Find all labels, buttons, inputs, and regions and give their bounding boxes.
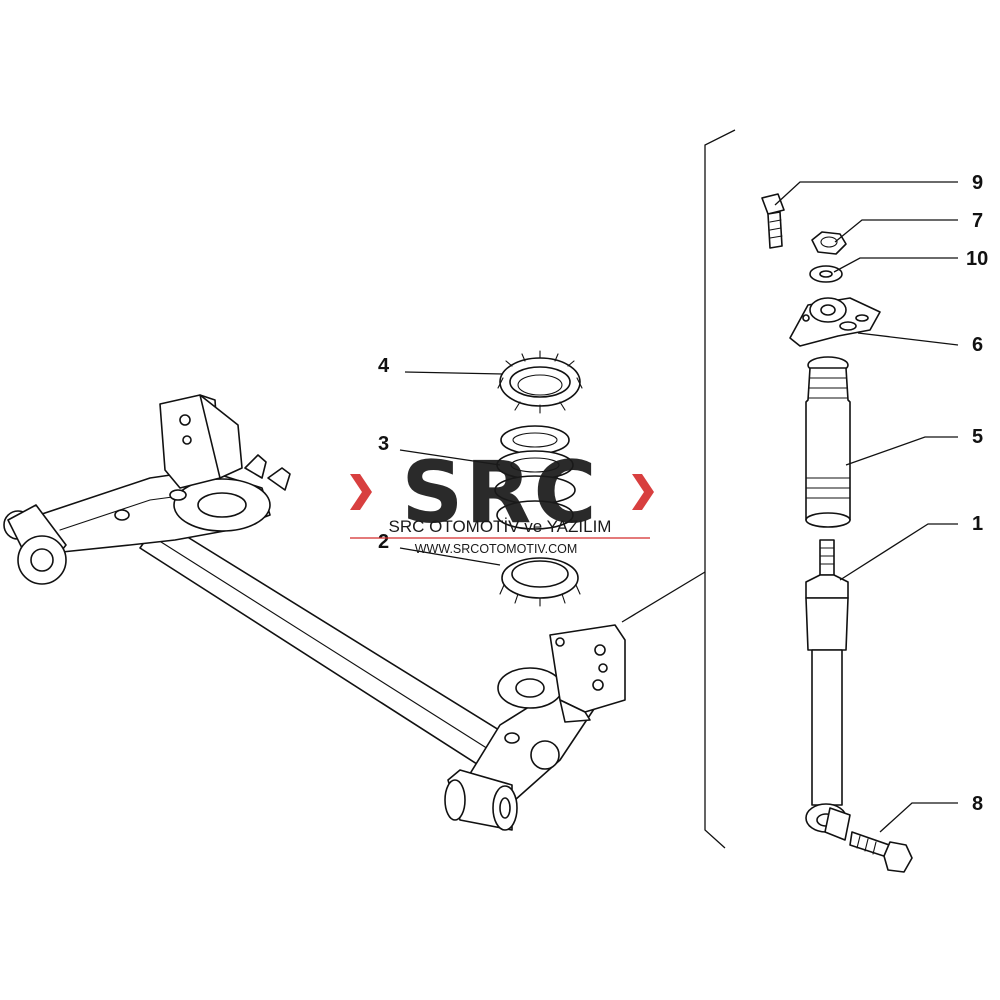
lower-spring-seat xyxy=(499,557,581,607)
nut-7 xyxy=(811,231,847,255)
bracket-pointer xyxy=(621,571,706,623)
leader-1 xyxy=(839,523,958,581)
callout-2: 2 xyxy=(378,531,389,553)
dust-boot-5 xyxy=(805,356,851,528)
callout-10: 10 xyxy=(966,248,988,270)
callout-8: 8 xyxy=(972,793,983,815)
leader-3 xyxy=(399,449,501,466)
leader-7 xyxy=(834,219,958,243)
watermark-logo: SRC xyxy=(401,443,598,543)
callout-numbers: 9 7 10 6 5 1 8 4 3 2 xyxy=(378,172,988,815)
watermark-right-chevron xyxy=(632,474,654,510)
callout-3: 3 xyxy=(378,433,389,455)
group-bracket xyxy=(704,129,736,849)
leader-8 xyxy=(879,802,958,833)
upper-spring-seat xyxy=(497,350,583,414)
bolt-9 xyxy=(761,193,785,249)
shock-absorber-1 xyxy=(805,539,851,841)
callout-9: 9 xyxy=(972,172,983,194)
watermark-left-chevron xyxy=(350,474,372,510)
leader-9 xyxy=(774,181,958,206)
watermark-url: WWW.SRCOTOMOTIV.COM xyxy=(415,542,578,556)
bolt-8 xyxy=(849,831,913,873)
watermark: SRC SRC OTOMOTİV ve YAZILIM WWW.SRCOTOMO… xyxy=(350,443,654,556)
callout-6: 6 xyxy=(972,334,983,356)
rear-axle-beam xyxy=(3,394,626,831)
leader-lines xyxy=(399,181,959,833)
leader-4 xyxy=(404,371,504,375)
leader-10 xyxy=(833,257,958,273)
washer-10 xyxy=(809,265,843,283)
mount-6 xyxy=(789,297,881,347)
leader-6 xyxy=(857,332,959,346)
callout-4: 4 xyxy=(378,355,390,377)
callout-1: 1 xyxy=(972,513,983,535)
callout-7: 7 xyxy=(972,210,983,232)
leader-2 xyxy=(399,547,501,566)
leader-5 xyxy=(845,436,958,466)
watermark-company: SRC OTOMOTİV ve YAZILIM xyxy=(389,517,612,536)
callout-5: 5 xyxy=(972,426,983,448)
coil-spring xyxy=(494,425,576,530)
